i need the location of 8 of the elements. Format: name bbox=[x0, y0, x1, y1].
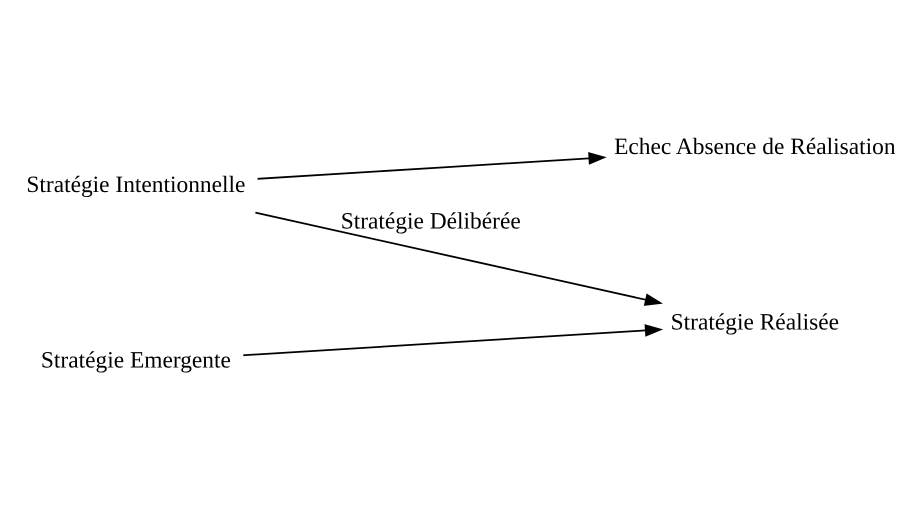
node-text: Stratégie Emergente bbox=[40, 347, 231, 374]
arrow bbox=[243, 324, 664, 356]
arrow bbox=[258, 152, 607, 180]
node-text: Echec Absence de Réalisation bbox=[614, 134, 896, 160]
node-text: Stratégie Intentionnelle bbox=[26, 172, 246, 198]
edge-label: Stratégie Délibérée bbox=[340, 208, 521, 234]
node-text: Stratégie Réalisée bbox=[670, 309, 839, 336]
arrow bbox=[255, 212, 663, 306]
